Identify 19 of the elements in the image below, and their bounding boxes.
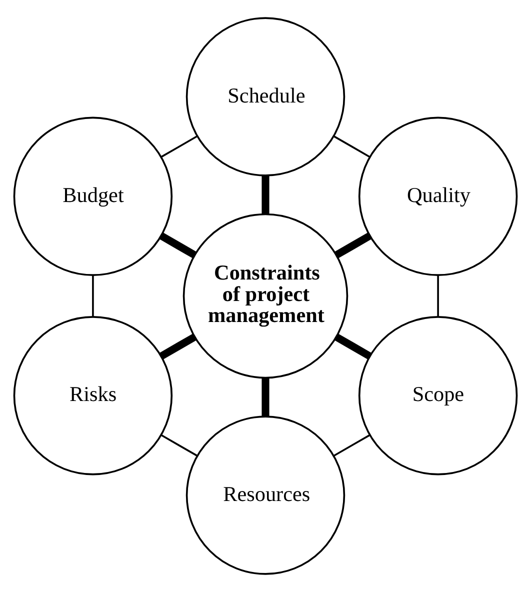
connector bbox=[92, 274, 94, 316]
connector bbox=[160, 434, 198, 456]
node-circle: Constraints of project management bbox=[182, 212, 348, 378]
connector bbox=[262, 378, 270, 416]
node-circle: Risks bbox=[13, 316, 173, 475]
node-circle: Schedule bbox=[186, 16, 346, 176]
node-circle: Resources bbox=[186, 415, 346, 574]
connector bbox=[159, 333, 196, 359]
node-circle: Budget bbox=[13, 116, 173, 276]
connector bbox=[334, 232, 372, 258]
node-circle: Quality bbox=[358, 116, 518, 276]
connector bbox=[159, 232, 196, 258]
connector bbox=[334, 333, 372, 359]
node-circle: Scope bbox=[358, 316, 518, 475]
connector bbox=[333, 434, 370, 456]
connector bbox=[262, 175, 270, 214]
connector bbox=[333, 134, 370, 158]
connector bbox=[437, 274, 439, 316]
connector bbox=[160, 134, 198, 158]
